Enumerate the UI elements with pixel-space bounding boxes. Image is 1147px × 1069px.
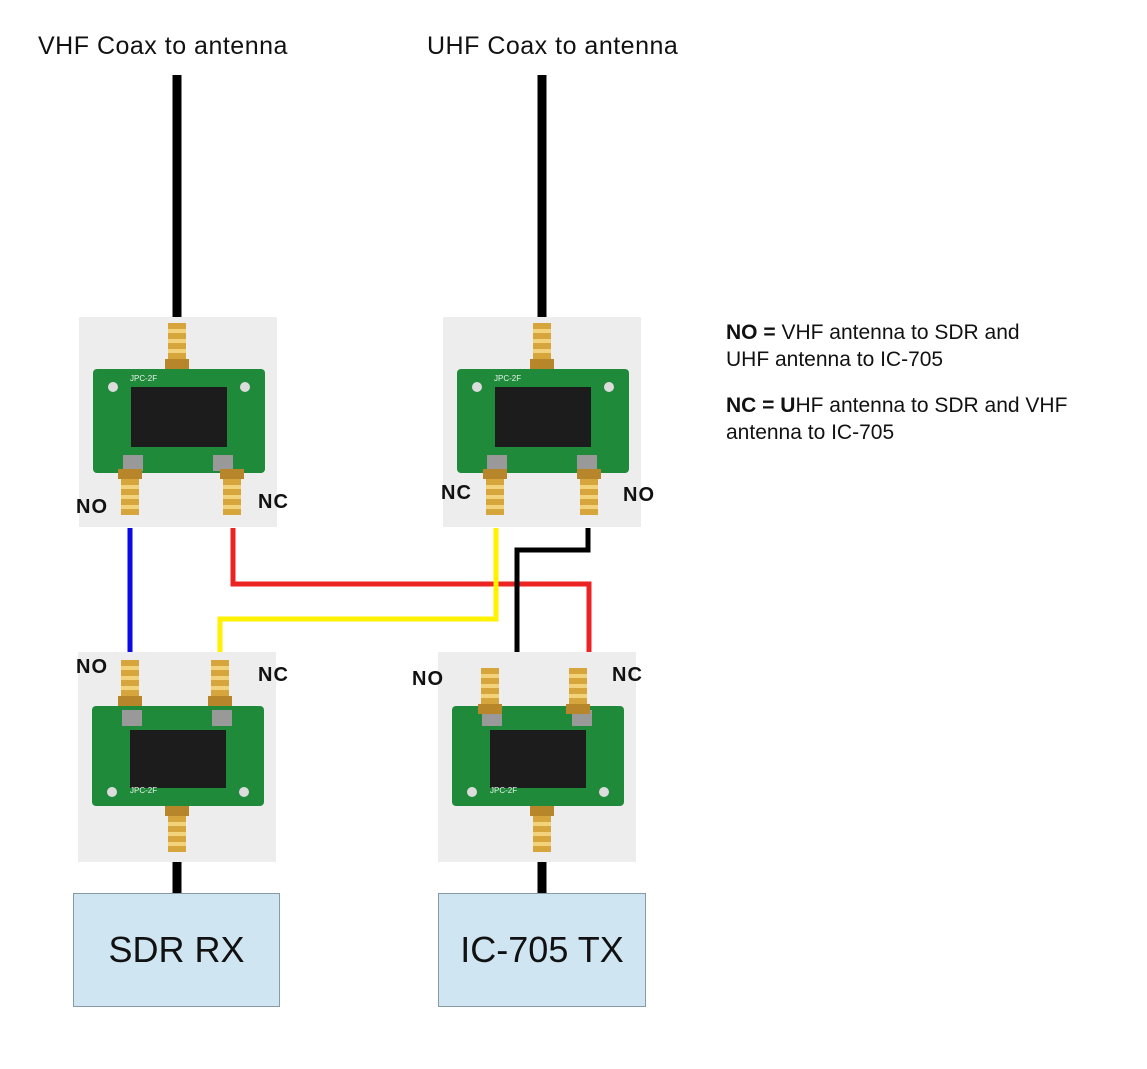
port-label-nc: NC [258, 491, 289, 513]
legend-nc-text-2: antenna to IC-705 [726, 421, 895, 444]
legend-no-text: VHF antenna to SDR and [775, 321, 1020, 344]
relay-uhf [443, 317, 641, 527]
legend-no-key: NO = [726, 321, 776, 344]
pcb-model-label: JPC-2F [130, 786, 158, 795]
yellow-wire [217, 528, 499, 668]
legend-nc-text: HF antenna to SDR and VHF [795, 394, 1068, 417]
pcb-model-label: JPC-2F [494, 374, 522, 383]
vhf-antenna-label: VHF Coax to antenna [38, 32, 288, 60]
uhf-antenna-label: UHF Coax to antenna [427, 32, 679, 60]
port-label-no: NO [76, 496, 108, 518]
port-label-nc: NC [441, 482, 472, 504]
sdr-rx-box: SDR RX [73, 893, 280, 1007]
legend-nc: NC = UHF antenna to SDR and VHF antenna … [726, 392, 1067, 446]
pcb-model-label: JPC-2F [130, 374, 158, 383]
relay-vhf [79, 317, 277, 527]
relay-ic705 [438, 652, 636, 862]
port-label-no: NO [412, 668, 444, 690]
port-label-no: NO [76, 656, 108, 678]
ic705-tx-box: IC-705 TX [438, 893, 646, 1007]
pcb-model-label: JPC-2F [490, 786, 518, 795]
port-label-nc: NC [612, 664, 643, 686]
legend-no: NO = VHF antenna to SDR and UHF antenna … [726, 319, 1020, 373]
ic705-tx-label: IC-705 TX [460, 929, 624, 970]
red-wire [230, 528, 592, 668]
port-label-nc: NC [258, 664, 289, 686]
legend-nc-key: NC = U [726, 394, 796, 417]
port-label-no: NO [623, 484, 655, 506]
legend-no-text-2: UHF antenna to IC-705 [726, 348, 944, 371]
sdr-rx-label: SDR RX [108, 929, 245, 970]
relay-sdr [78, 652, 276, 862]
